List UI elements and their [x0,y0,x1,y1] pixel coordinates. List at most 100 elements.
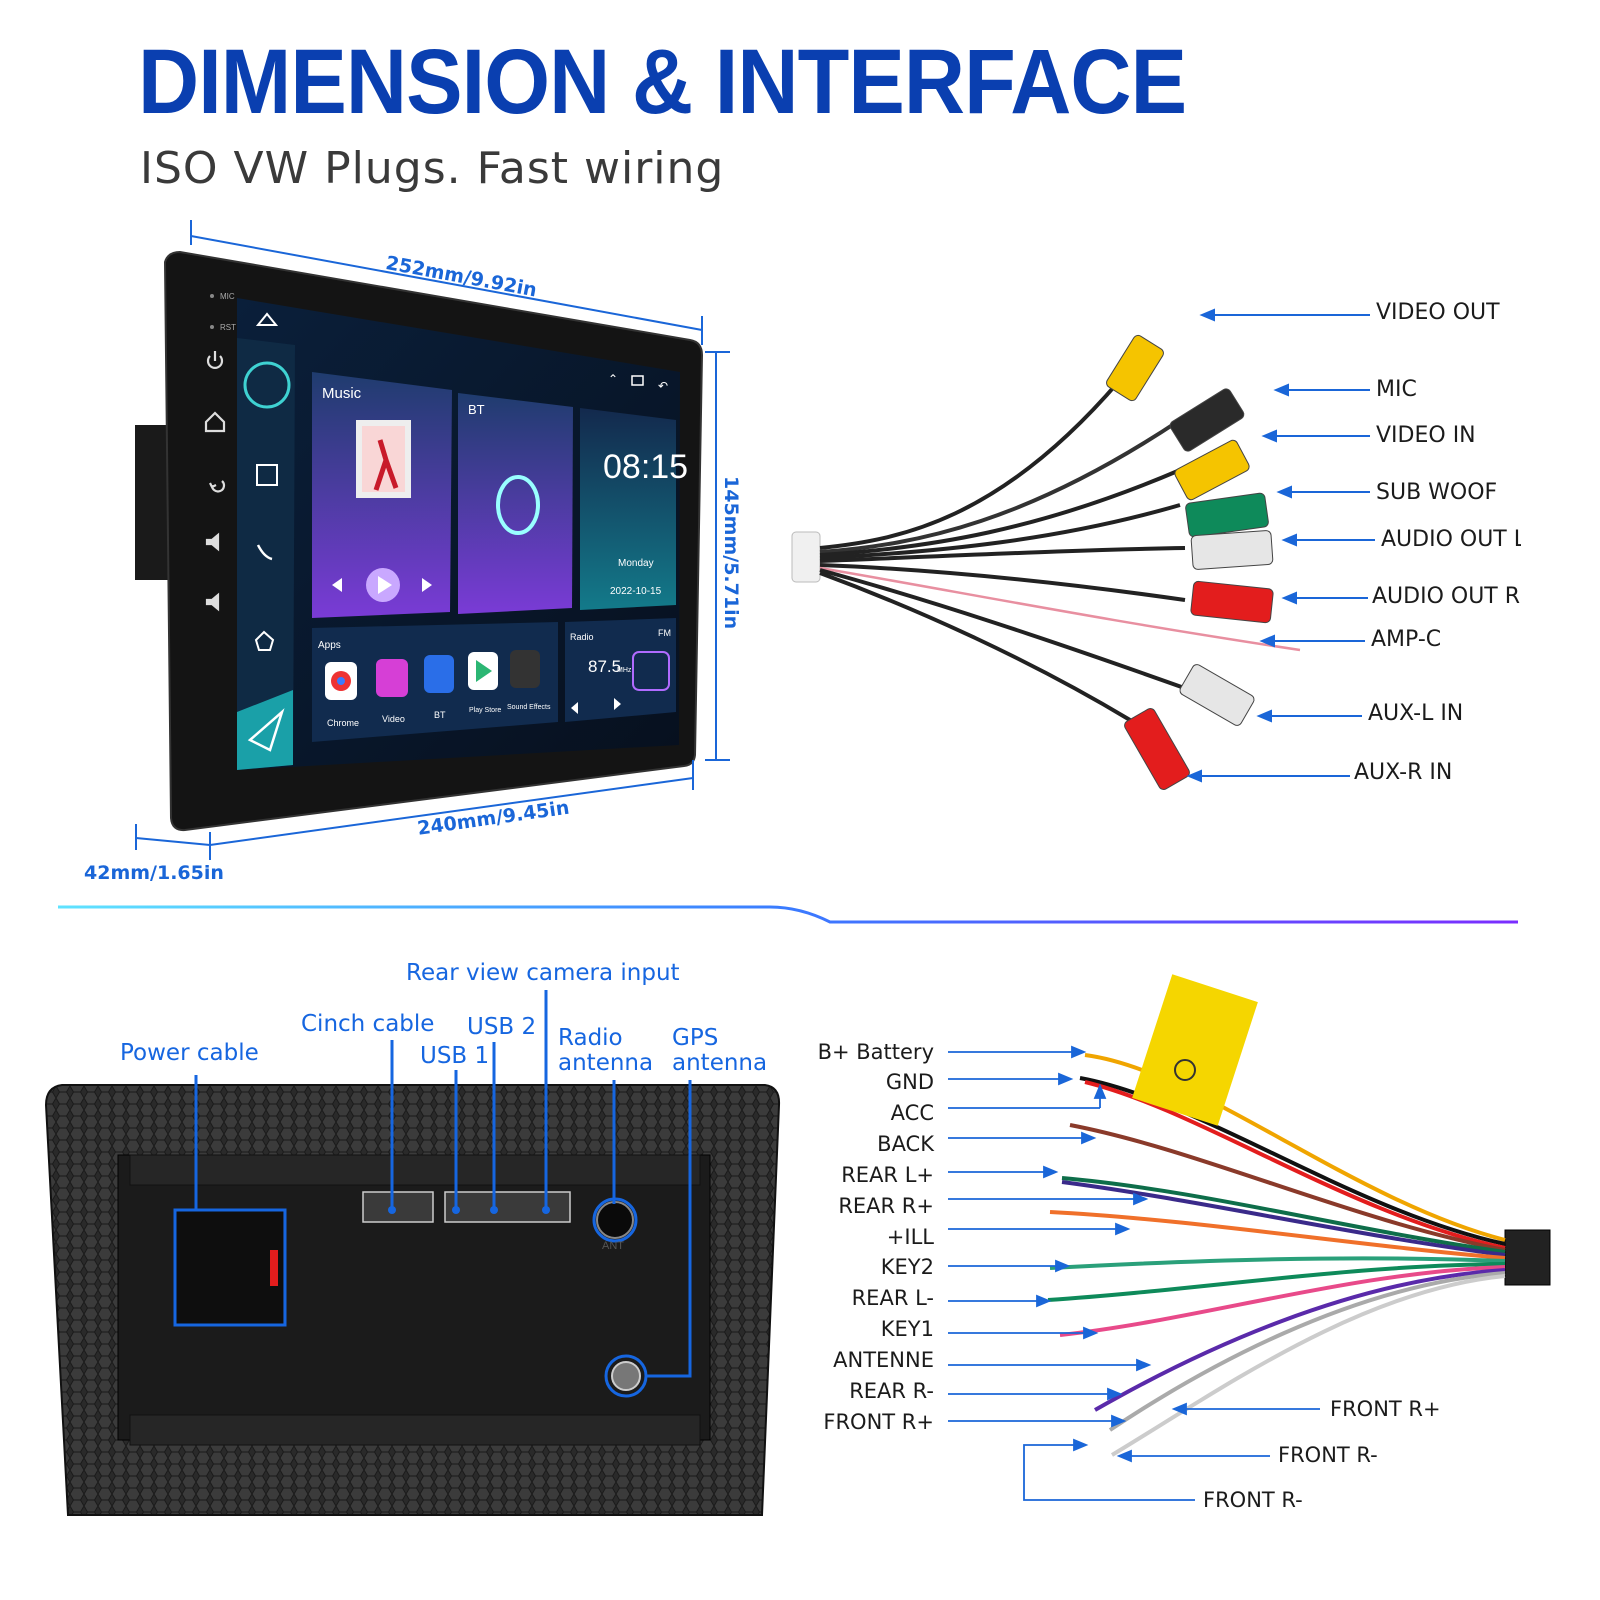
label-b-battery: B+ Battery [817,1040,934,1064]
usb-camera-ports [444,1191,571,1223]
dock-send-icon [247,708,285,752]
app-label-video: Video [382,714,405,724]
volume-up-icon[interactable] [205,532,220,552]
dock-nav-tile [237,690,293,770]
bt-title: BT [468,402,485,417]
dimension-lines [135,220,730,860]
label-rear-l-minus: REAR L- [851,1286,934,1310]
label-video-in: VIDEO IN [1376,423,1476,448]
radio-prev-icon[interactable] [571,702,578,714]
plug-sub-woof [1185,492,1269,538]
page-title: DIMENSION & INTERFACE [138,31,1187,133]
plug-aux-r [1124,708,1190,790]
clock-tile [580,408,676,610]
label-gnd: GND [885,1070,934,1094]
label-gps-antenna-line2: antenna [672,1050,768,1076]
label-ill: +ILL [886,1225,934,1249]
iso-connector [1504,1229,1551,1286]
home-button-icon[interactable] [204,411,226,433]
label-amp-c: AMP-C [1371,627,1442,652]
dock-hex-icon [254,630,275,651]
label-key1: KEY1 [880,1317,934,1341]
music-title: Music [322,385,362,402]
radio-tile[interactable] [565,618,676,722]
plug-video-out [1106,334,1164,402]
radio-title: Radio [570,632,594,642]
plug-audio-out-l [1190,530,1274,570]
bt-app-icon[interactable] [424,655,454,693]
label-mic: MIC [1376,377,1417,402]
status-window-icon [631,375,644,386]
clock-date: 2022-10-15 [610,586,662,597]
label-radio-antenna-line2: antenna [558,1050,654,1076]
plug-audio-out-r [1190,580,1274,624]
gps-antenna-port [611,1361,641,1391]
rst-label: RST [220,323,236,332]
label-rear-l-plus: REAR L+ [841,1163,934,1187]
power-button-icon[interactable] [206,355,224,369]
label-sub-woof: SUB WOOF [1376,480,1498,505]
power-harness [948,974,1551,1501]
radio-band: FM [658,628,671,638]
cinch-cable [791,308,1375,790]
label-antenne: ANTENNE [833,1348,934,1372]
sound-effects-app-icon[interactable] [510,650,540,688]
cinch-port [362,1191,434,1223]
label-video-out: VIDEO OUT [1376,300,1500,325]
side-dock [237,338,295,770]
next-track-icon[interactable] [422,578,432,592]
label-radio-antenna-line1: Radio [558,1025,623,1051]
plug-mic [1169,388,1245,452]
radio-antenna-port [596,1201,634,1239]
page-subtitle: ISO VW Plugs. Fast wiring [140,143,725,194]
mic-hole [210,294,214,298]
power-connector [175,1210,283,1325]
dock-window-icon [256,464,278,486]
label-aux-l-in: AUX-L IN [1368,701,1464,726]
dock-cube-icon [243,361,291,409]
section-divider [58,905,1518,924]
label-front-r-minus-1: FRONT R- [1278,1443,1378,1467]
label-acc: ACC [890,1101,934,1125]
plug-video-in [1174,439,1250,501]
yellow-tag [1132,974,1258,1126]
volume-down-icon[interactable] [205,592,220,612]
radio-podcast-icon [632,651,670,691]
back-button-icon[interactable] [209,480,226,493]
head-unit-front: MIC RST ⌃ ↶ Music BT 08:15 Monda [135,250,704,832]
label-rear-camera: Rear view camera input [406,960,680,986]
app-label-chrome: Chrome [327,718,359,728]
ant-mark: ANT [602,1240,624,1252]
cinch-connector [791,531,821,583]
label-rear-r-minus: REAR R- [849,1379,934,1403]
rear-panel [44,990,781,1516]
label-front-r-minus-2: FRONT R- [1203,1488,1303,1512]
status-up-icon: ⌃ [608,372,618,386]
radio-frequency: 87.5 [588,657,621,676]
plug-aux-l [1179,664,1255,726]
label-front-r-plus-right: FRONT R+ [1330,1397,1441,1421]
dock-phone-icon [256,544,273,561]
play-icon [378,576,392,594]
label-audio-out-r: AUDIO OUT R [1372,584,1521,609]
label-key2: KEY2 [880,1255,934,1279]
prev-track-icon[interactable] [332,578,342,592]
dim-height: 145mm/5.71in [720,476,742,630]
status-back-icon: ↶ [658,379,668,393]
status-home-icon [255,312,279,326]
bt-phone-icon [496,475,540,535]
video-app-icon[interactable] [376,659,408,697]
dim-depth: 42mm/1.65in [84,862,224,884]
label-rear-r-plus: REAR R+ [838,1194,934,1218]
radio-unit: MHz [617,667,632,674]
label-back: BACK [877,1132,934,1156]
label-power-cable: Power cable [120,1040,259,1066]
clock-time: 08:15 [603,448,688,486]
apps-title: Apps [318,640,341,651]
label-front-r-plus-left: FRONT R+ [823,1410,934,1434]
rst-hole [210,325,214,329]
app-label-sound-effects: Sound Effects [507,704,551,711]
bt-tile[interactable] [458,393,573,614]
radio-next-icon[interactable] [614,698,621,710]
